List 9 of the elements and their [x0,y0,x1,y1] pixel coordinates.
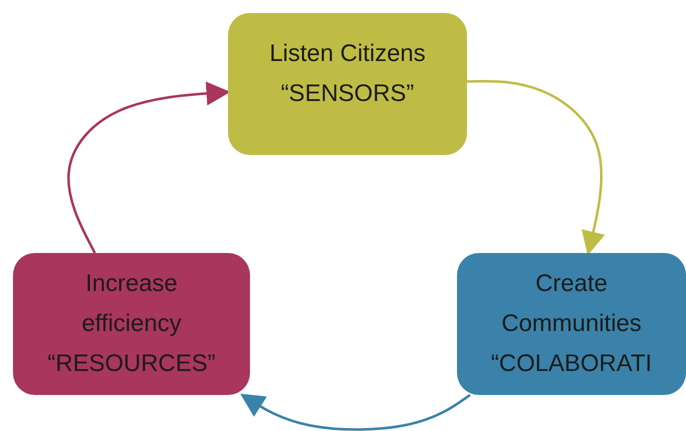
box-label: Listen Citizens “SENSORS” [268,39,427,109]
box-label: Increase efficiency “RESOURCES” [48,269,216,379]
curved-arrow [466,80,605,256]
rounded-box [228,13,467,155]
curved-arrow [67,82,230,254]
curved-arrow [240,394,471,431]
rounded-box [13,253,250,395]
rounded-box [457,253,686,395]
box-label: Create Communities “COLABORATI [490,269,653,379]
